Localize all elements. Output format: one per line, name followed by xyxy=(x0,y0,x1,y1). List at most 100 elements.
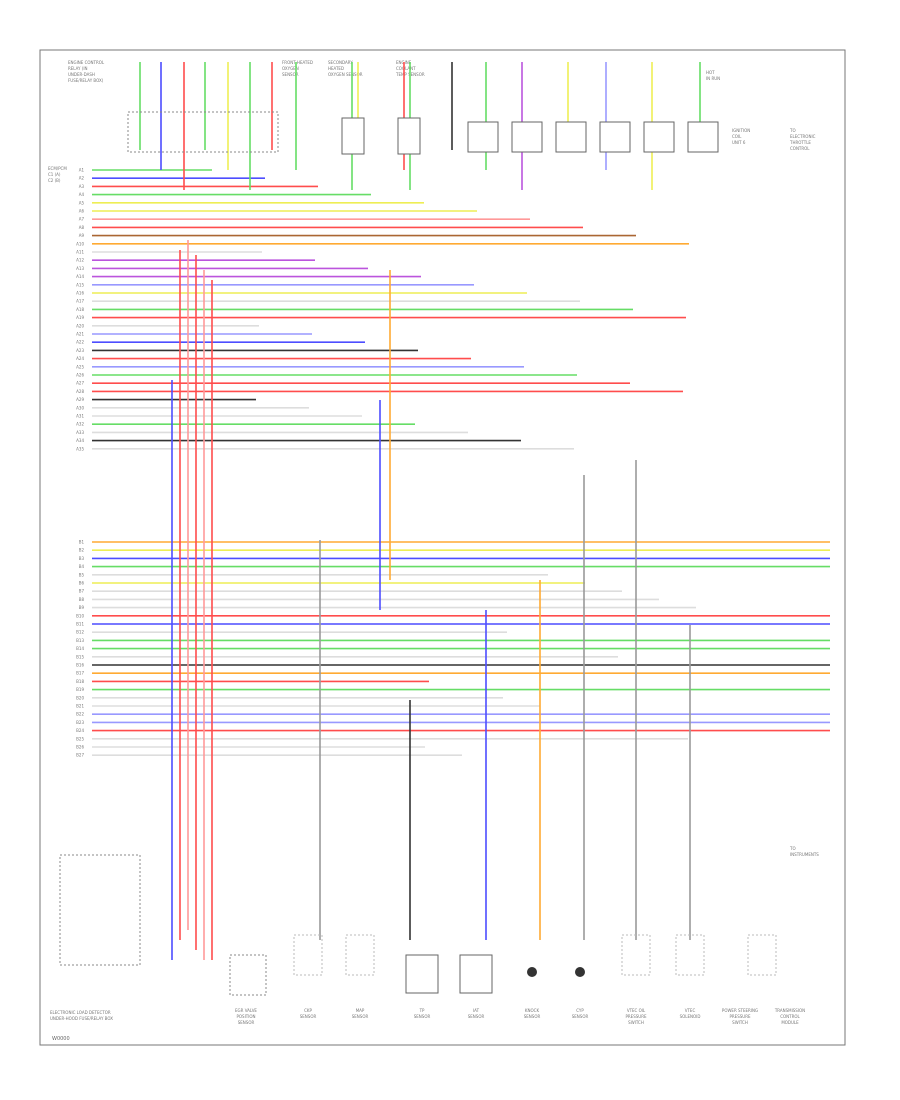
ignition-coil-1 xyxy=(467,121,499,153)
label-bottom-component-line: EGR VALVE xyxy=(235,1008,257,1013)
label-engine-control-relay-line: FUSE/RELAY BOX) xyxy=(68,78,104,83)
label-bottom-component-line: SOLENOID xyxy=(680,1014,701,1019)
label-bottom-left-note-line: ELECTRONIC LOAD DETECTOR xyxy=(50,1010,111,1015)
pin-label: A33 xyxy=(76,430,84,435)
label-bottom-component-line: MAP xyxy=(356,1008,365,1013)
pin-label: A27 xyxy=(76,381,84,386)
pin-label: A21 xyxy=(76,332,84,337)
pin-label: A9 xyxy=(79,233,85,238)
egr-sensor xyxy=(229,954,267,996)
label-rear-o2-sensor-line: OXYGEN SENSOR xyxy=(328,72,363,77)
label-bottom-component-line: SENSOR xyxy=(238,1020,255,1025)
pin-label: B12 xyxy=(76,630,84,635)
ignition-coil-6 xyxy=(687,121,719,153)
pin-label: B16 xyxy=(76,663,84,668)
pin-label: A8 xyxy=(79,225,85,230)
label-rear-o2-sensor-line: HEATED xyxy=(328,66,344,71)
connector-bottom xyxy=(675,934,705,976)
bottom-component-labels: EGR VALVEPOSITIONSENSORCKPSENSORMAPSENSO… xyxy=(50,1008,805,1025)
engine-relay-box xyxy=(127,111,279,153)
label-ecm-connectors-line: ECM/PCM xyxy=(48,166,67,171)
pin-label: A5 xyxy=(79,200,85,205)
pin-label: B7 xyxy=(79,589,85,594)
pin-label: B27 xyxy=(76,753,84,758)
pin-label: A28 xyxy=(76,389,84,394)
pin-label: B26 xyxy=(76,745,84,750)
pin-label: A12 xyxy=(76,258,84,263)
pin-label: B4 xyxy=(79,564,85,569)
pin-label: A26 xyxy=(76,373,84,378)
connector-o2-rear xyxy=(341,117,365,155)
connector-bottom xyxy=(621,934,651,976)
pin-label: B13 xyxy=(76,638,84,643)
label-bottom-component-line: POWER STEERING xyxy=(722,1008,758,1013)
pin-label: A10 xyxy=(76,241,84,246)
label-bottom-component-line: TP xyxy=(419,1008,425,1013)
pin-label: B24 xyxy=(76,728,84,733)
label-bottom-component-line: IAT xyxy=(473,1008,480,1013)
label-bottom-component-line: SWITCH xyxy=(732,1020,748,1025)
label-bottom-component-line: SENSOR xyxy=(468,1014,485,1019)
label-ecm-connectors-line: C1 (A) xyxy=(48,172,61,177)
connector-bottom xyxy=(345,934,375,976)
pin-label: A30 xyxy=(76,405,84,410)
label-bottom-component-line: SENSOR xyxy=(352,1014,369,1019)
label-bottom-component-line: SENSOR xyxy=(572,1014,589,1019)
pin-label: A23 xyxy=(76,348,84,353)
label-right-side-note-line: ELECTRONIC xyxy=(790,134,816,139)
pin-label: B15 xyxy=(76,654,84,659)
label-bottom-component-line: VTEC xyxy=(685,1008,696,1013)
pin-label: B20 xyxy=(76,695,84,700)
pin-label: A13 xyxy=(76,266,84,271)
label-hot-in-run-line: IN RUN xyxy=(706,76,720,81)
pin-label: B8 xyxy=(79,597,85,602)
pin-label: A6 xyxy=(79,209,85,214)
pin-label: B25 xyxy=(76,736,84,741)
pin-label: B5 xyxy=(79,572,85,577)
diagram-border xyxy=(39,49,846,1046)
pin-label: A2 xyxy=(79,176,85,181)
label-bottom-left-note-line: UNDER-HOOD FUSE/RELAY BOX xyxy=(50,1016,113,1021)
label-bottom-component-line: PRESSURE xyxy=(625,1014,647,1019)
pin-label: B9 xyxy=(79,605,85,610)
connector-ect xyxy=(397,117,421,155)
pin-label: A29 xyxy=(76,397,84,402)
pin-label: A17 xyxy=(76,299,84,304)
sensor-box xyxy=(459,954,493,994)
electronic-load-detector xyxy=(59,854,141,966)
pin-label: A15 xyxy=(76,282,84,287)
pin-label: B1 xyxy=(79,540,85,545)
label-bottom-component-line: SWITCH xyxy=(628,1020,644,1025)
label-ignition-coil-6-line: COIL xyxy=(732,134,742,139)
label-bottom-component-line: SENSOR xyxy=(524,1014,541,1019)
sensor-box xyxy=(405,954,439,994)
pin-label: B6 xyxy=(79,581,85,586)
label-bottom-component-line: VTEC OIL xyxy=(627,1008,646,1013)
label-to-instruments-line: TO xyxy=(789,846,796,851)
pin-label: A31 xyxy=(76,414,84,419)
label-engine-control-relay-line: RELAY (IN xyxy=(68,66,88,71)
ecm-pin-labels: A1A2A3A4A5A6A7A8A9A10A11A12A13A14A15A16A… xyxy=(48,166,84,758)
label-bottom-component-line: CKP xyxy=(304,1008,312,1013)
label-bottom-component-line: MODULE xyxy=(781,1020,799,1025)
pin-label: A35 xyxy=(76,446,84,451)
pin-label: B14 xyxy=(76,646,84,651)
pin-label: A7 xyxy=(79,217,85,222)
pin-label: B2 xyxy=(79,548,85,553)
pin-label: B19 xyxy=(76,687,84,692)
label-front-o2-sensor-line: OXYGEN xyxy=(282,66,299,71)
ignition-coil-4 xyxy=(599,121,631,153)
label-bottom-component-line: POSITION xyxy=(236,1014,255,1019)
